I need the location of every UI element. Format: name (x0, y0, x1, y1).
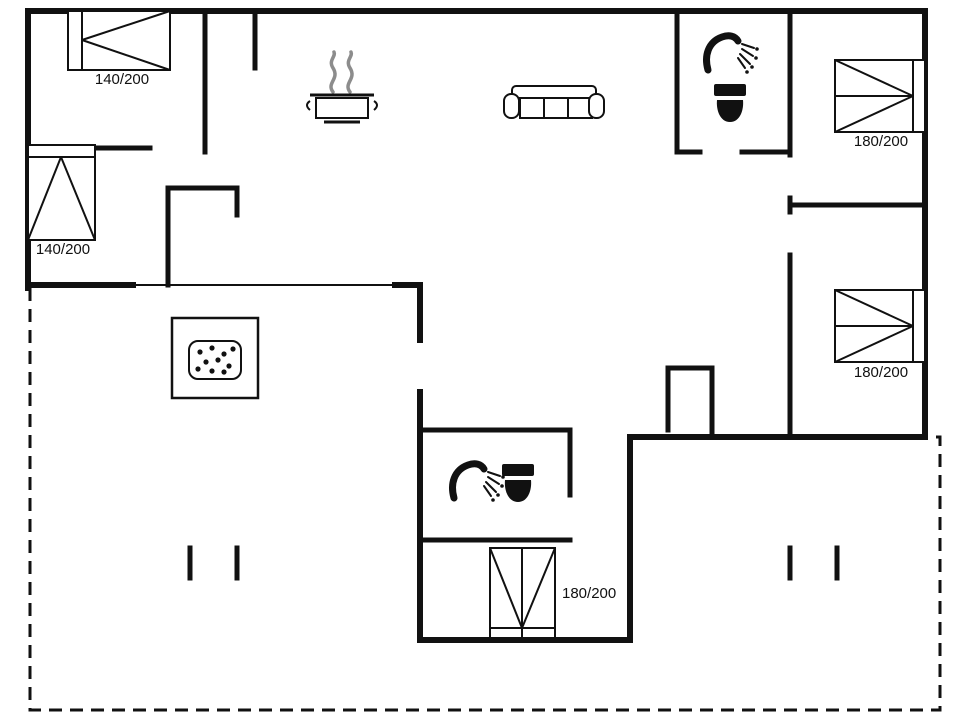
bed-size-label: 180/200 (854, 133, 908, 150)
bed-size-label: 180/200 (562, 585, 616, 602)
bed-icon (834, 59, 926, 133)
terrace-boundary (28, 288, 942, 712)
bed-icon (489, 547, 556, 639)
hot-tub-icon (170, 316, 260, 400)
sofa-icon (503, 85, 605, 119)
bed-icon (27, 144, 96, 241)
bed-icon (834, 289, 926, 363)
cooking-pot-icon (306, 50, 378, 124)
bed-size-label: 140/200 (36, 241, 90, 258)
bed-size-label: 180/200 (854, 364, 908, 381)
bed-icon (67, 10, 171, 71)
bed-size-label: 140/200 (95, 71, 149, 88)
steam-icon (346, 50, 354, 94)
terrace-posts (187, 545, 840, 581)
steam-icon (329, 50, 337, 94)
